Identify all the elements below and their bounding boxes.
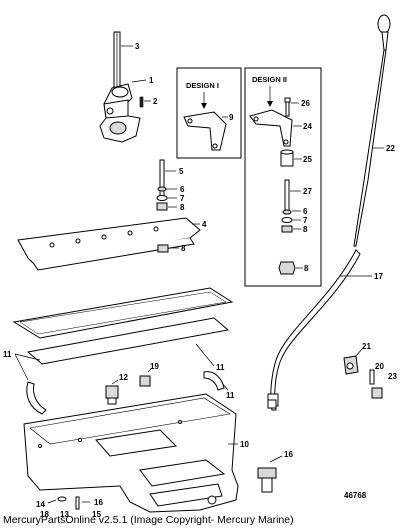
callout-14: 14 xyxy=(36,500,45,509)
callout-9: 9 xyxy=(229,113,234,122)
callout-11b: 11 xyxy=(216,363,225,372)
callout-21: 21 xyxy=(362,342,371,351)
callout-19: 19 xyxy=(150,362,159,371)
figure-number: 46768 xyxy=(344,491,367,500)
copyright-footer: MercuryPartsOnline v2.5.1 (Image Copyrig… xyxy=(3,514,294,526)
part-23-fitting[interactable] xyxy=(371,387,383,399)
part-18-tube[interactable] xyxy=(267,399,277,409)
part-15-bolt[interactable] xyxy=(75,496,80,510)
part-11-rear-seal-right[interactable] xyxy=(203,371,225,391)
part-19-fitting[interactable] xyxy=(139,375,151,387)
part-11-side-gaskets[interactable] xyxy=(12,287,234,365)
callout-24: 24 xyxy=(303,122,312,131)
part-25-spacer[interactable] xyxy=(280,149,294,167)
callout-10: 10 xyxy=(240,440,249,449)
callout-d2-8b: 8 xyxy=(304,264,309,273)
callout-d2-6: 6 xyxy=(303,207,308,216)
part-26-bolt[interactable] xyxy=(284,97,291,117)
callout-8b: 8 xyxy=(181,244,186,253)
part-24-bracket[interactable] xyxy=(249,109,293,147)
part-11-rear-seal-left[interactable] xyxy=(26,381,47,415)
callout-d2-8a: 8 xyxy=(303,225,308,234)
callout-23: 23 xyxy=(388,372,397,381)
callout-11a: 11 xyxy=(3,350,12,359)
part-14-washer[interactable] xyxy=(57,496,67,502)
callout-26: 26 xyxy=(301,99,310,108)
part-21-clip[interactable] xyxy=(343,355,359,375)
callout-12: 12 xyxy=(119,373,128,382)
design-1-box xyxy=(176,67,242,159)
callout-18: 18 xyxy=(40,510,49,519)
callout-25: 25 xyxy=(303,155,312,164)
design2-washers[interactable] xyxy=(281,209,293,233)
callout-16b: 16 xyxy=(284,450,293,459)
callout-27: 27 xyxy=(303,187,312,196)
part-10-oil-pan[interactable] xyxy=(23,393,239,513)
part-8-nut[interactable] xyxy=(156,202,168,211)
callout-7: 7 xyxy=(180,194,185,203)
callout-22: 22 xyxy=(386,144,395,153)
design-2-label: DESIGN II xyxy=(252,75,287,84)
callout-17: 17 xyxy=(374,272,383,281)
part-20-screw[interactable] xyxy=(369,369,375,385)
part-7-lockwasher[interactable] xyxy=(156,195,168,201)
callout-2: 2 xyxy=(153,97,158,106)
part-22-dipstick[interactable] xyxy=(353,14,391,247)
callout-6: 6 xyxy=(180,185,185,194)
part-2-pin[interactable] xyxy=(139,96,144,108)
part-9-bracket[interactable] xyxy=(183,111,227,151)
part-3-pickup-tube[interactable] xyxy=(113,31,121,91)
callout-4: 4 xyxy=(202,220,207,229)
callout-15: 15 xyxy=(92,510,101,519)
callout-5: 5 xyxy=(179,167,184,176)
part-12-plug[interactable] xyxy=(105,385,119,405)
callout-d2-7: 7 xyxy=(303,216,308,225)
callout-20: 20 xyxy=(375,362,384,371)
design-1-label: DESIGN I xyxy=(186,81,219,90)
callout-16: 16 xyxy=(94,498,103,507)
part-1-oil-pump[interactable] xyxy=(99,83,141,143)
design2-nut[interactable] xyxy=(278,261,296,275)
part-4-windage-tray[interactable] xyxy=(17,217,201,271)
callout-1: 1 xyxy=(149,76,154,85)
part-6-washer[interactable] xyxy=(157,186,167,192)
callout-13: 13 xyxy=(60,510,69,519)
part-8-nut-tray[interactable] xyxy=(157,244,169,253)
callout-11c: 11 xyxy=(226,391,235,400)
design-2-box xyxy=(244,67,322,287)
callout-3: 3 xyxy=(135,42,140,51)
part-16-drain-plug[interactable] xyxy=(257,467,277,479)
part-27-stud[interactable] xyxy=(284,179,290,215)
callout-8a: 8 xyxy=(180,203,185,212)
